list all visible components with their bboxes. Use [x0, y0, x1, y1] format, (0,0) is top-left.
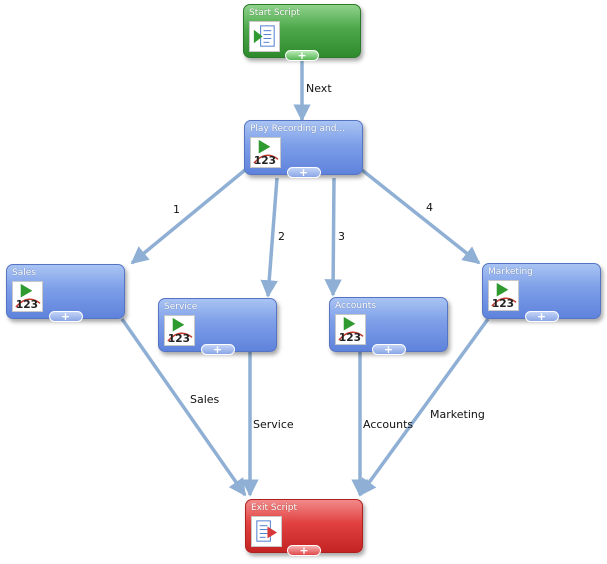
edge-label-service: Service	[253, 418, 294, 431]
play-123-icon: 123	[12, 281, 43, 312]
node-title: Play Recording and...	[250, 124, 346, 134]
svg-text:123: 123	[254, 154, 276, 167]
exit-document-icon	[251, 516, 282, 547]
edge-option-1[interactable]	[130, 168, 247, 265]
add-step-button[interactable]: +	[287, 545, 321, 556]
svg-text:123: 123	[168, 332, 190, 345]
svg-text:123: 123	[339, 331, 361, 344]
marketing-node[interactable]: Marketing 123 +	[482, 263, 601, 322]
edge-sales[interactable]	[120, 317, 247, 497]
edge-option-2[interactable]	[260, 177, 279, 298]
service-node[interactable]: Service 123 +	[158, 298, 277, 355]
edge-option-4[interactable]	[360, 168, 481, 265]
node-title: Accounts	[335, 301, 377, 311]
accounts-node[interactable]: Accounts 123 +	[329, 297, 448, 355]
edge-label-4: 4	[426, 201, 433, 214]
play-123-icon: 123	[250, 137, 281, 168]
svg-text:123: 123	[492, 297, 514, 310]
sales-node[interactable]: Sales 123 +	[6, 264, 125, 322]
start-script-node[interactable]: Start Script +	[243, 4, 361, 61]
edge-marketing[interactable]	[358, 317, 490, 497]
node-title: Start Script	[249, 8, 300, 18]
add-step-button[interactable]: +	[286, 167, 321, 178]
edge-label-accounts: Accounts	[363, 418, 414, 431]
exit-script-node[interactable]: Exit Script +	[245, 499, 363, 556]
script-document-icon	[249, 21, 280, 52]
edge-label-3: 3	[338, 230, 345, 243]
edge-label-next: Next	[306, 82, 332, 95]
node-title: Sales	[12, 268, 36, 278]
node-title: Service	[164, 302, 198, 312]
edge-label-1: 1	[173, 203, 180, 216]
play-123-icon: 123	[164, 315, 195, 346]
edge-option-3[interactable]	[324, 177, 342, 297]
node-title: Marketing	[488, 267, 533, 277]
add-step-button[interactable]: +	[48, 311, 83, 322]
node-title: Exit Script	[251, 503, 298, 513]
play-recording-node[interactable]: Play Recording and... 123 +	[244, 120, 363, 178]
add-step-button[interactable]: +	[200, 344, 235, 355]
edge-label-2: 2	[278, 230, 285, 243]
add-step-button[interactable]: +	[371, 344, 406, 355]
edge-label-sales: Sales	[190, 393, 220, 406]
play-123-icon: 123	[488, 280, 519, 311]
add-step-button[interactable]: +	[285, 50, 319, 61]
svg-text:123: 123	[16, 298, 38, 311]
play-123-icon: 123	[335, 314, 366, 345]
edge-label-marketing: Marketing	[430, 408, 485, 421]
add-step-button[interactable]: +	[524, 311, 559, 322]
